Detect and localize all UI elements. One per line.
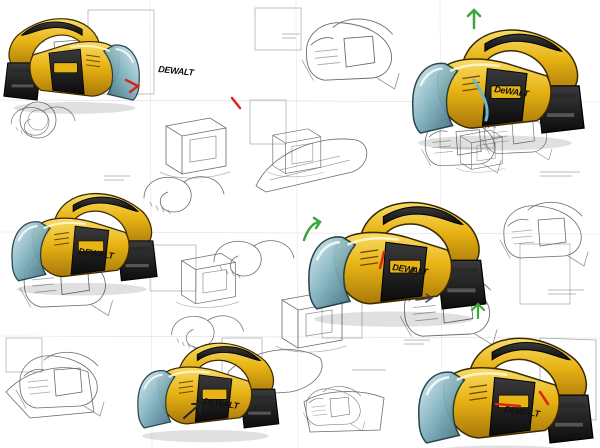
red-arrow-icon bbox=[124, 78, 141, 94]
flow-arrows bbox=[124, 8, 550, 419]
green-arrow-icon bbox=[466, 8, 482, 30]
airflow-arrow-icon bbox=[472, 78, 489, 122]
red-arrow-icon bbox=[230, 96, 242, 110]
green-arrow-icon bbox=[470, 302, 486, 320]
black-arrow-icon bbox=[403, 267, 415, 279]
green-arrow-icon bbox=[302, 216, 322, 242]
render-bottom-right bbox=[417, 337, 595, 448]
red-arrow-icon bbox=[538, 390, 550, 406]
black-arrow-icon bbox=[183, 403, 201, 419]
render-bottom-left bbox=[136, 342, 280, 444]
sketch-notes bbox=[104, 33, 584, 371]
red-arrow-icon bbox=[378, 250, 386, 270]
brand-label: DEWALT bbox=[158, 64, 196, 78]
red-arrow-icon bbox=[494, 402, 522, 408]
black-arrow-icon bbox=[415, 293, 434, 303]
render-middle-left bbox=[10, 192, 159, 297]
render-top-left bbox=[2, 17, 141, 115]
